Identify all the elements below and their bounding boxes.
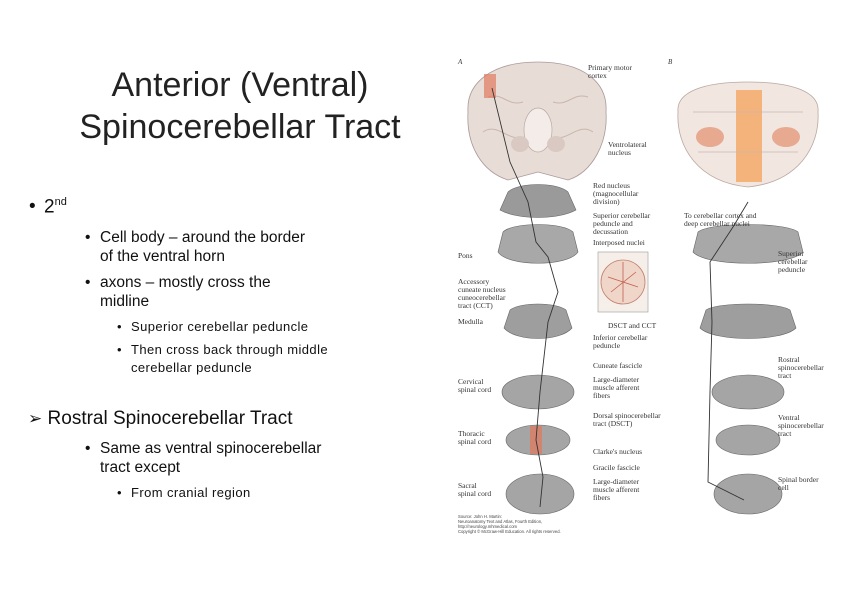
bullet-dot: • bbox=[117, 485, 122, 500]
medulla-section bbox=[503, 303, 573, 339]
bullet-dot: • bbox=[85, 274, 91, 291]
svg-text:Pons: Pons bbox=[458, 251, 473, 260]
cerebellum-section-b bbox=[677, 81, 819, 188]
bullet-2nd-sup: nd bbox=[54, 196, 67, 208]
sub-bullet-line: Same as ventral spinocerebellar bbox=[100, 440, 322, 457]
bullet-dot: • bbox=[117, 342, 122, 357]
sub-bullet-line: midline bbox=[100, 293, 150, 310]
bullet-rostral-text: Rostral Spinocerebellar Tract bbox=[47, 408, 293, 429]
sub-bullet-same-as: • Same as ventral spinocerebellar tract … bbox=[85, 439, 400, 477]
svg-text:Cuneate fascicle: Cuneate fascicle bbox=[593, 361, 643, 370]
svg-text:Interposed nuclei: Interposed nuclei bbox=[593, 238, 645, 247]
panel-b-label: B bbox=[668, 58, 673, 66]
midbrain-section bbox=[499, 184, 577, 218]
svg-text:DSCT and CCT: DSCT and CCT bbox=[608, 321, 657, 330]
tract-path-b bbox=[707, 201, 749, 501]
cervical-cord-section bbox=[501, 374, 575, 410]
pons-section-b bbox=[692, 224, 804, 264]
cervical-section-b bbox=[711, 374, 785, 410]
subsub-bullet-line: Then cross back through middle bbox=[131, 342, 328, 357]
tract-path-a bbox=[491, 87, 559, 508]
bullet-2nd: • 2nd bbox=[29, 196, 67, 218]
sub-bullet-line: of the ventral horn bbox=[100, 248, 225, 265]
svg-text:Gracile fascicle: Gracile fascicle bbox=[593, 463, 641, 472]
svg-text:Medulla: Medulla bbox=[458, 317, 484, 326]
sub-bullet-line: Cell body – around the border bbox=[100, 229, 306, 246]
sacral-cord-section bbox=[505, 473, 575, 515]
bullet-dot: • bbox=[117, 319, 122, 334]
source-credit: Source: John H. Martin: Neuroanatomy Tex… bbox=[458, 514, 561, 534]
bullet-2nd-text: 2 bbox=[44, 196, 55, 218]
sub-bullet-line: axons – mostly cross the bbox=[100, 274, 271, 291]
bullet-dot: • bbox=[29, 196, 36, 217]
subsub-bullet-line: Superior cerebellar peduncle bbox=[131, 319, 309, 334]
subsub-bullet-superior: • Superior cerebellar peduncle bbox=[117, 318, 381, 336]
cerebellum-inset bbox=[597, 251, 649, 313]
subsub-bullet-line: cerebellar peduncle bbox=[131, 360, 253, 375]
arrow-bullet-icon: ➢ bbox=[28, 409, 43, 428]
panel-a-label: A bbox=[457, 58, 463, 66]
sub-bullet-axons: • axons – mostly cross the midline bbox=[85, 273, 400, 311]
bullet-dot: • bbox=[85, 440, 91, 457]
subsub-bullet-cranial: • From cranial region bbox=[117, 484, 381, 502]
title-line-2: Spinocerebellar Tract bbox=[79, 108, 401, 146]
thoracic-section-b bbox=[715, 424, 781, 456]
medulla-section-b bbox=[699, 303, 797, 339]
brain-section-a bbox=[467, 61, 607, 181]
title-line-1: Anterior (Ventral) bbox=[111, 66, 369, 104]
sacral-section-b bbox=[713, 473, 783, 515]
sub-bullet-cell-body: • Cell body – around the border of the v… bbox=[85, 228, 400, 266]
subsub-bullet-cross-back: • Then cross back through middle cerebel… bbox=[117, 341, 381, 377]
bullet-dot: • bbox=[85, 229, 91, 246]
sub-bullet-line: tract except bbox=[100, 459, 181, 476]
bullet-rostral: ➢ Rostral Spinocerebellar Tract bbox=[28, 408, 293, 430]
slide-title: Anterior (Ventral) Spinocerebellar Tract bbox=[60, 64, 420, 148]
svg-text:Clarke's nucleus: Clarke's nucleus bbox=[593, 447, 642, 456]
subsub-bullet-line: From cranial region bbox=[131, 485, 251, 500]
